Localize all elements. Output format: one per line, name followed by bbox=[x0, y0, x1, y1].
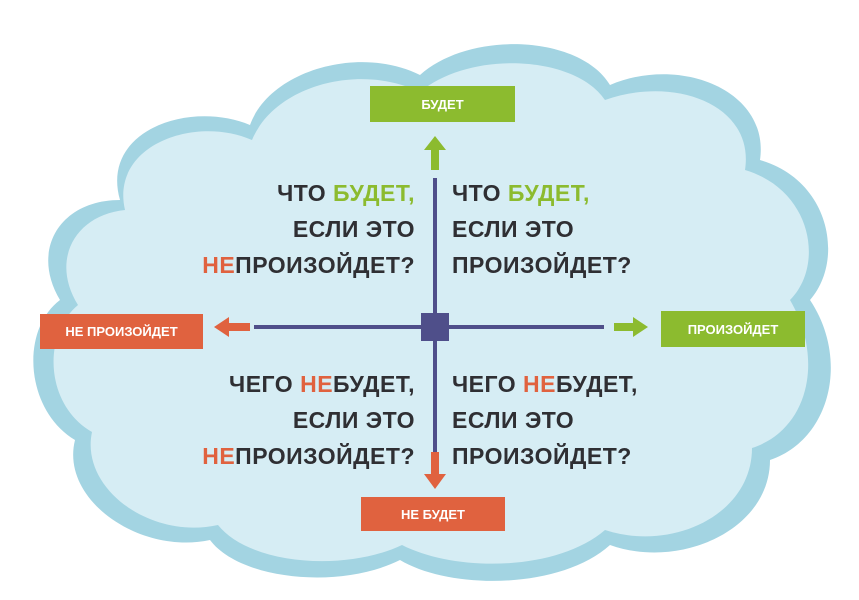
text: ПРОИЗОЙДЕТ? bbox=[452, 252, 632, 278]
arrow-down-icon bbox=[424, 452, 446, 489]
highlight: НЕ bbox=[202, 443, 236, 469]
highlight: НЕ bbox=[202, 252, 236, 278]
text: ЧЕГО bbox=[229, 371, 301, 397]
label-top: БУДЕТ bbox=[370, 86, 515, 122]
text: БУДЕТ, bbox=[555, 371, 638, 397]
text: ПРОИЗОЙДЕТ? bbox=[235, 443, 415, 469]
arrow-left-icon bbox=[214, 317, 250, 337]
text: ПРОИЗОЙДЕТ? bbox=[235, 252, 415, 278]
text: БУДЕТ, bbox=[333, 371, 415, 397]
highlight: БУДЕТ, bbox=[333, 180, 415, 206]
label-left: НЕ ПРОИЗОЙДЕТ bbox=[40, 314, 203, 349]
highlight: НЕ bbox=[523, 371, 556, 397]
label-bottom: НЕ БУДЕТ bbox=[361, 497, 505, 531]
highlight: БУДЕТ, bbox=[507, 180, 590, 206]
text: ЕСЛИ ЭТО bbox=[452, 216, 575, 242]
label-right: ПРОИЗОЙДЕТ bbox=[661, 311, 805, 347]
text: ЕСЛИ ЭТО bbox=[452, 407, 575, 433]
quadrant-bottom-left: ЧЕГО НЕБУДЕТ, ЕСЛИ ЭТО НЕПРОИЗОЙДЕТ? bbox=[202, 366, 415, 474]
text: ЧТО bbox=[277, 180, 334, 206]
axes bbox=[254, 178, 604, 455]
highlight: НЕ bbox=[300, 371, 334, 397]
arrow-right-icon bbox=[614, 317, 648, 337]
origin-square bbox=[421, 313, 449, 341]
quadrant-top-left: ЧТО БУДЕТ, ЕСЛИ ЭТО НЕПРОИЗОЙДЕТ? bbox=[202, 175, 415, 283]
text: ЕСЛИ ЭТО bbox=[292, 407, 415, 433]
text: ЧТО bbox=[452, 180, 508, 206]
arrow-up-icon bbox=[424, 136, 446, 170]
quadrant-top-right: ЧТО БУДЕТ, ЕСЛИ ЭТО ПРОИЗОЙДЕТ? bbox=[452, 175, 632, 283]
text: ЧЕГО bbox=[452, 371, 524, 397]
quadrant-bottom-right: ЧЕГО НЕБУДЕТ, ЕСЛИ ЭТО ПРОИЗОЙДЕТ? bbox=[452, 366, 638, 474]
text: ЕСЛИ ЭТО bbox=[292, 216, 415, 242]
text: ПРОИЗОЙДЕТ? bbox=[452, 443, 632, 469]
